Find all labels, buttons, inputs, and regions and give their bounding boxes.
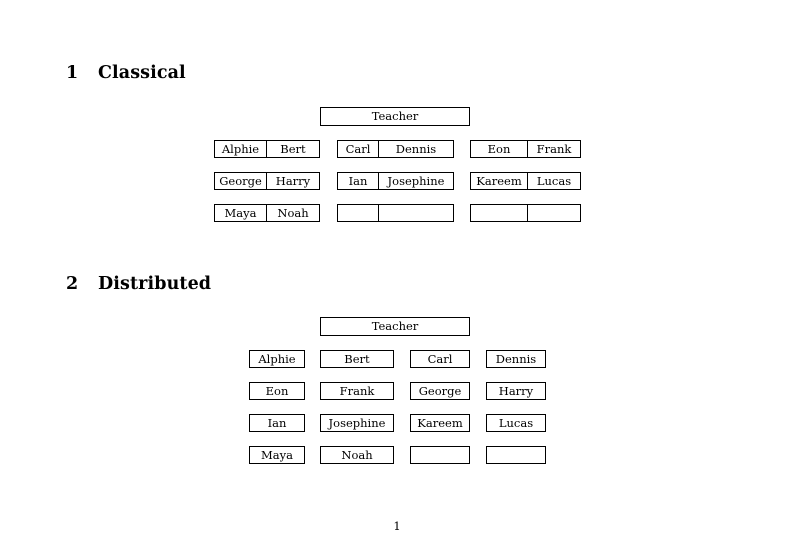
classical-cell-empty bbox=[379, 205, 453, 221]
section-number-2: 2 bbox=[66, 274, 79, 294]
distributed-box: Alphie bbox=[249, 350, 305, 368]
classical-cell: Eon bbox=[471, 141, 528, 157]
classical-cell-empty bbox=[471, 205, 528, 221]
section-heading-distributed: 2 Distributed bbox=[66, 274, 211, 294]
classical-group-2-row-1: Carl Dennis bbox=[337, 140, 454, 158]
classical-group-3-row-2: Kareem Lucas bbox=[470, 172, 581, 190]
distributed-box: Maya bbox=[249, 446, 305, 464]
classical-group-3-row-3 bbox=[470, 204, 581, 222]
section-heading-classical: 1 Classical bbox=[66, 63, 186, 83]
classical-cell-empty bbox=[528, 205, 580, 221]
teacher-box-classical: Teacher bbox=[320, 107, 470, 126]
classical-cell: Frank bbox=[536, 142, 572, 156]
section-title-2: Distributed bbox=[98, 274, 212, 294]
classical-cell: Ian bbox=[338, 173, 379, 189]
distributed-box: Bert bbox=[320, 350, 394, 368]
classical-cell: Alphie bbox=[215, 141, 267, 157]
classical-cell: Carl bbox=[338, 141, 379, 157]
classical-cell: Lucas bbox=[536, 174, 572, 188]
classical-cell: Bert bbox=[280, 142, 306, 156]
classical-group-2-row-3 bbox=[337, 204, 454, 222]
distributed-box: Noah bbox=[320, 446, 394, 464]
section-number-1: 1 bbox=[66, 63, 79, 83]
classical-cell: Josephine bbox=[387, 174, 445, 188]
distributed-box: Carl bbox=[410, 350, 470, 368]
classical-cell: George bbox=[215, 173, 267, 189]
classical-group-3-row-1: Eon Frank bbox=[470, 140, 581, 158]
distributed-box: Harry bbox=[486, 382, 546, 400]
classical-group-1-row-1: Alphie Bert bbox=[214, 140, 320, 158]
classical-cell: Harry bbox=[275, 174, 311, 188]
teacher-box-distributed: Teacher bbox=[320, 317, 470, 336]
classical-cell: Maya bbox=[215, 205, 267, 221]
classical-group-1-row-3: Maya Noah bbox=[214, 204, 320, 222]
distributed-box-empty bbox=[410, 446, 470, 464]
distributed-box: Dennis bbox=[486, 350, 546, 368]
distributed-box: Eon bbox=[249, 382, 305, 400]
distributed-box: Frank bbox=[320, 382, 394, 400]
distributed-box: Josephine bbox=[320, 414, 394, 432]
distributed-box: Ian bbox=[249, 414, 305, 432]
section-title-1: Classical bbox=[98, 63, 186, 83]
page-number: 1 bbox=[393, 519, 401, 533]
classical-cell: Dennis bbox=[395, 142, 437, 156]
classical-cell-empty bbox=[338, 205, 379, 221]
classical-cell: Noah bbox=[277, 206, 309, 220]
distributed-box: George bbox=[410, 382, 470, 400]
distributed-box-empty bbox=[486, 446, 546, 464]
distributed-box: Lucas bbox=[486, 414, 546, 432]
classical-cell: Kareem bbox=[471, 173, 528, 189]
classical-group-1-row-2: George Harry bbox=[214, 172, 320, 190]
classical-group-2-row-2: Ian Josephine bbox=[337, 172, 454, 190]
distributed-box: Kareem bbox=[410, 414, 470, 432]
